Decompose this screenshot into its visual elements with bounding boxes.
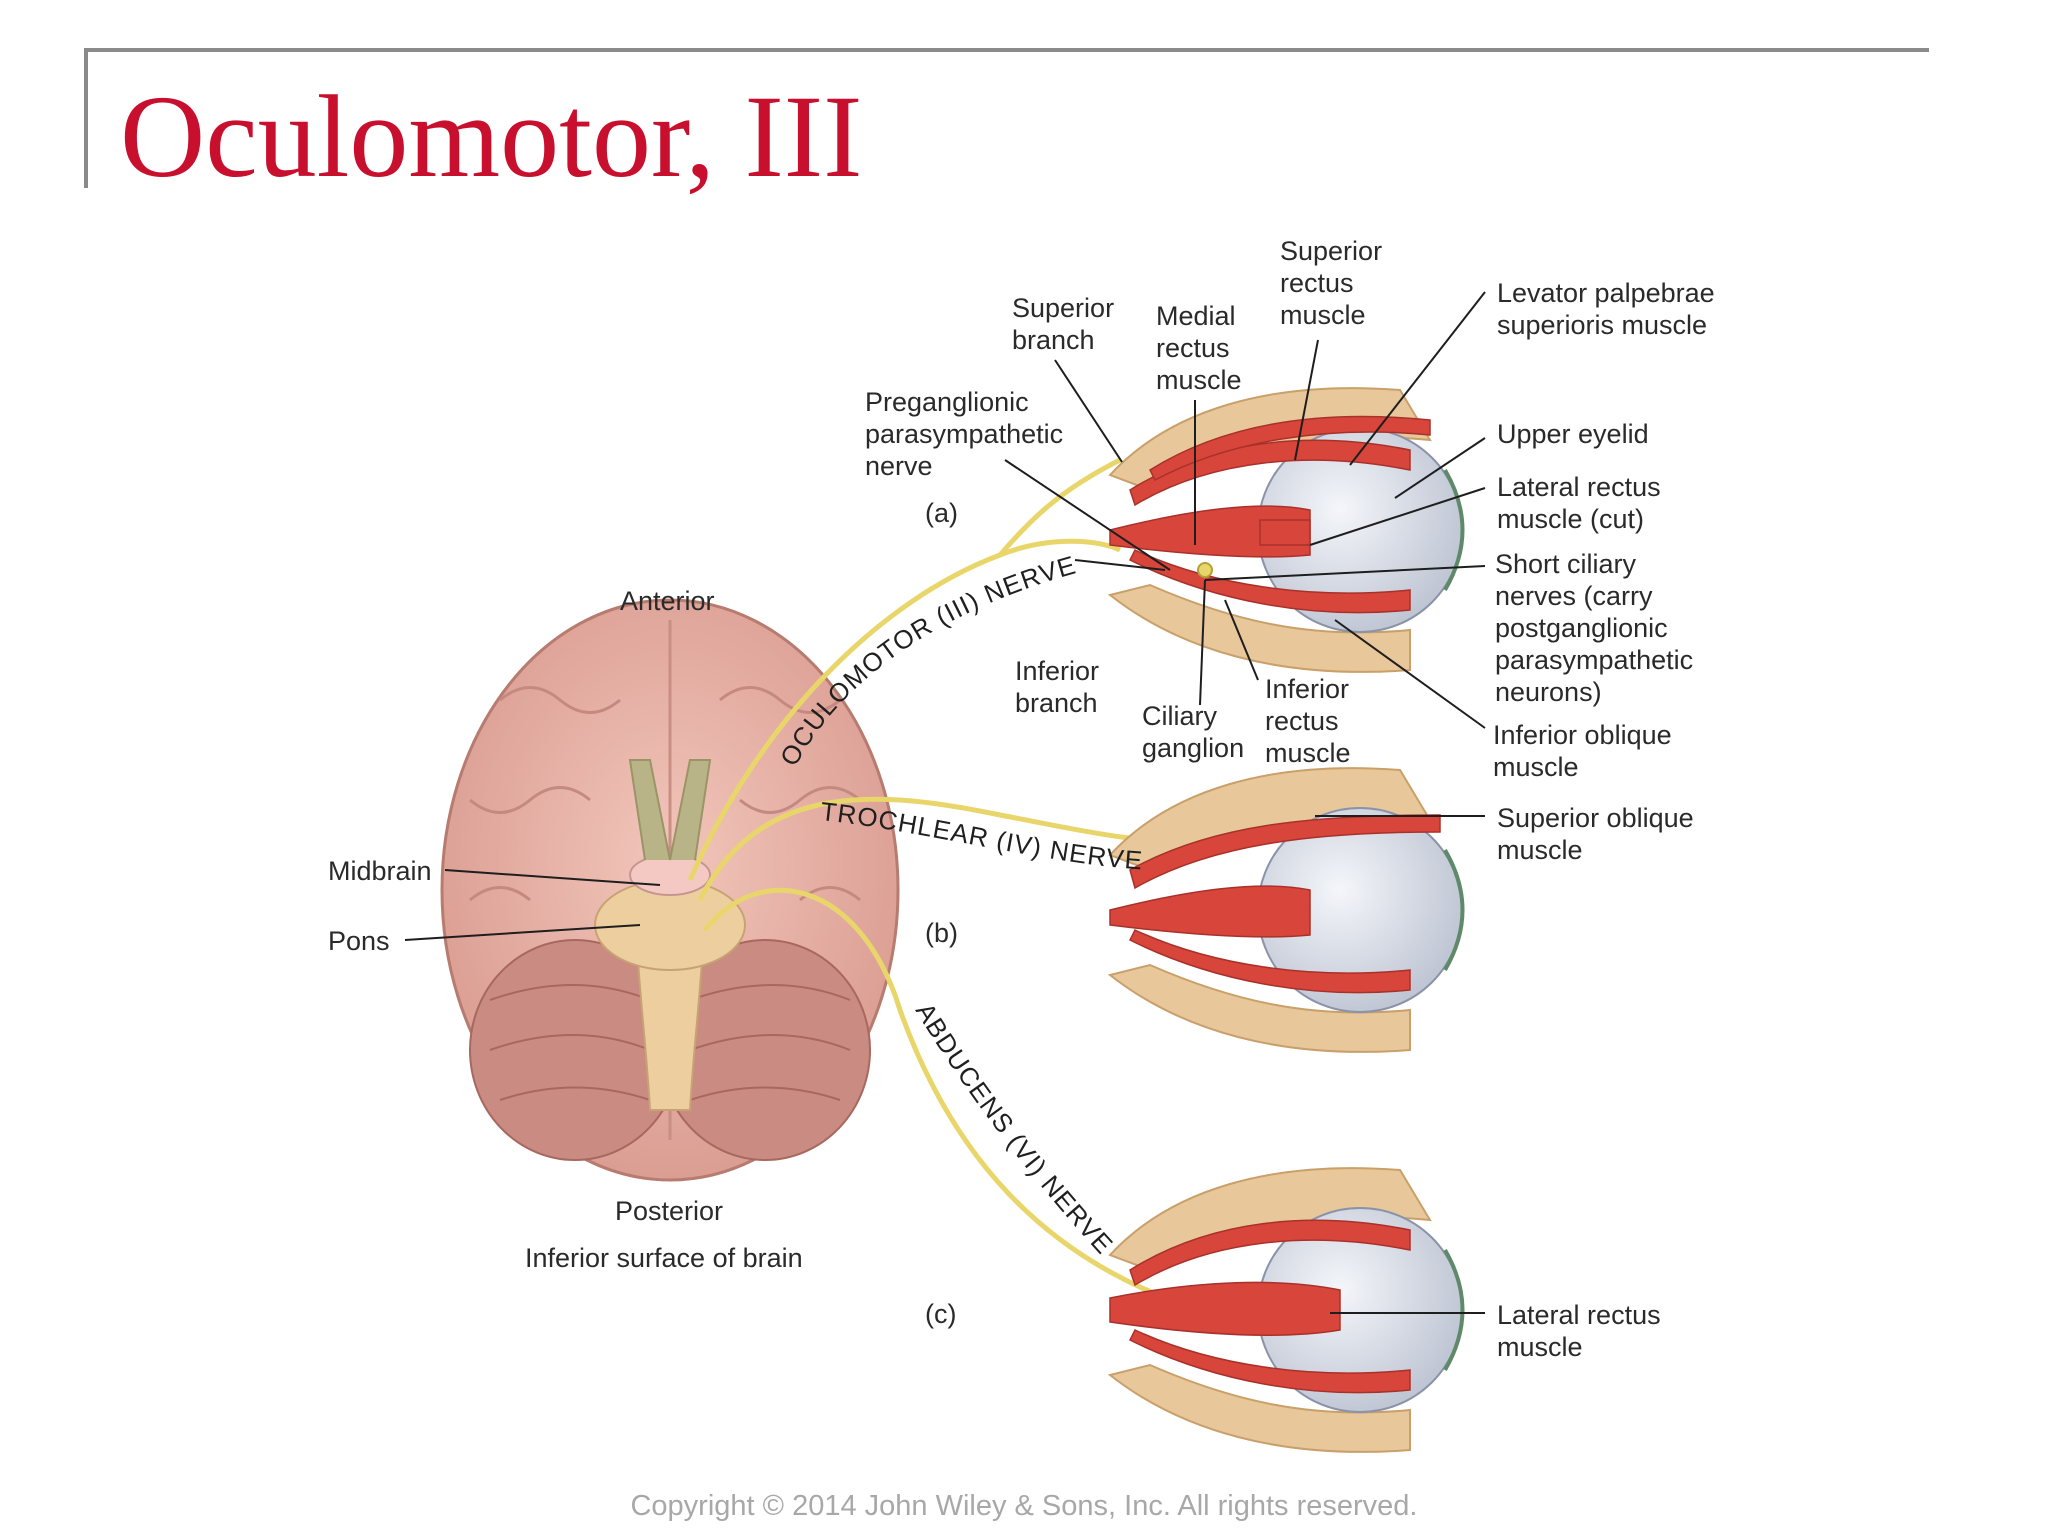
eye-panel-a <box>1108 386 1465 674</box>
anterior-label: Anterior <box>620 586 715 616</box>
panel-c-letter: (c) <box>925 1299 956 1329</box>
ciliary-ganglion-label: Ciliary ganglion <box>1142 701 1244 763</box>
title-frame-top-rule <box>84 48 1929 52</box>
abducens-nerve <box>703 887 1201 1313</box>
ciliary-ganglion <box>1197 562 1213 578</box>
lateral-rectus-cut-label: Lateral rectus muscle (cut) <box>1497 472 1668 534</box>
levator-palpebrae-label: Levator palpebrae superioris muscle <box>1497 278 1722 340</box>
oculomotor-superior-branch <box>998 457 1122 557</box>
upper-eyelid-label: Upper eyelid <box>1497 419 1649 449</box>
inferior-oblique-label: Inferior oblique muscle <box>1493 720 1679 782</box>
medial-rectus-label: Medial rectus muscle <box>1156 301 1243 395</box>
eye-panel-c <box>1108 1166 1465 1454</box>
superior-oblique-muscle <box>1129 814 1441 890</box>
title-frame-left-rule <box>84 48 88 188</box>
midbrain-label: Midbrain <box>328 856 432 886</box>
brain-inferior-surface <box>440 598 900 1182</box>
slide-title: Oculomotor, III <box>120 71 863 202</box>
levator-muscle <box>1149 415 1431 482</box>
inferior-branch-label: Inferior branch <box>1015 656 1107 718</box>
brain-caption: Inferior surface of brain <box>525 1243 803 1273</box>
oculomotor-nerve <box>687 538 1122 882</box>
superior-branch-label: Superior branch <box>1012 293 1122 355</box>
lateral-rectus-label: Lateral rectus muscle <box>1497 1300 1668 1362</box>
abducens-nerve-label: ABDUCENS (VI) NERVE <box>910 997 1119 1260</box>
superior-rectus-label: Superior rectus muscle <box>1280 236 1390 330</box>
panel-b-letter: (b) <box>925 918 958 948</box>
short-ciliary-nerves-label: Short ciliary nerves (carry postganglion… <box>1495 549 1701 707</box>
lateral-rectus-cut-muscle <box>1259 519 1311 546</box>
panel-a-letter: (a) <box>925 498 958 528</box>
lateral-rectus-muscle <box>1109 1281 1341 1337</box>
superior-oblique-label: Superior oblique muscle <box>1497 803 1701 865</box>
eye-panel-b <box>1108 766 1465 1054</box>
posterior-label: Posterior <box>615 1196 723 1226</box>
label-leader-lines <box>404 291 1486 1314</box>
copyright-footer: Copyright © 2014 John Wiley & Sons, Inc.… <box>630 1490 1418 1522</box>
preganglionic-nerve-label: Preganglionic parasympathetic nerve <box>865 387 1071 481</box>
pons-label: Pons <box>328 926 390 956</box>
inferior-rectus-label: Inferior rectus muscle <box>1265 674 1357 768</box>
